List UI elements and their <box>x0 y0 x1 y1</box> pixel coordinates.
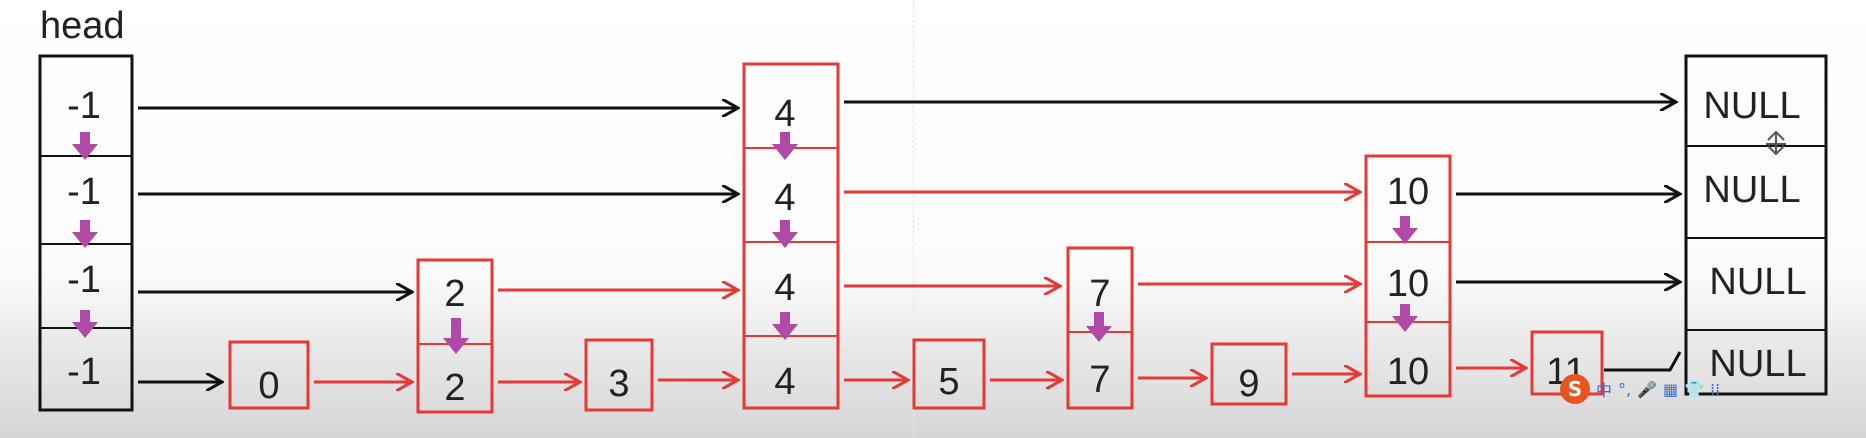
node-box-4 <box>742 62 840 410</box>
level-down-arrows <box>72 132 1418 354</box>
null-column-border <box>1684 54 1828 396</box>
level-0-nodes: 0 2 2 3 4 4 4 4 5 7 7 9 <box>228 62 1604 414</box>
node-box-7 <box>1066 246 1134 410</box>
node-10-l0: 10 <box>1387 351 1429 393</box>
head-label: head <box>40 5 125 47</box>
down-arrow-icon <box>772 220 798 248</box>
node-2-l0: 2 <box>444 367 465 409</box>
down-arrow-icon <box>1086 312 1112 342</box>
null-column: NULL NULL NULL NULL <box>1684 54 1828 396</box>
null-label-l2: NULL <box>1703 169 1800 211</box>
keyboard-icon[interactable]: ▦ <box>1663 379 1679 399</box>
down-arrow-icon <box>72 310 98 338</box>
down-arrow-icon <box>772 312 798 340</box>
null-label-l0: NULL <box>1709 343 1806 385</box>
ime-item[interactable]: 中 <box>1596 381 1613 400</box>
red-pointers <box>314 192 1526 382</box>
ime-toolbar[interactable]: S 中 °, 🎤 ▦ 👕 ⁞⁞ <box>1560 372 1780 406</box>
down-arrow-icon <box>1392 216 1418 244</box>
node-10-l1: 10 <box>1387 263 1429 305</box>
grid-icon[interactable]: ⁞⁞ <box>1710 379 1721 399</box>
black-pointers <box>138 102 1680 382</box>
down-arrow-icon <box>443 318 469 354</box>
down-arrow-icon <box>772 132 798 160</box>
cursor-move-icon <box>1766 130 1786 156</box>
down-arrow-icon <box>72 220 98 248</box>
head-value-l0: -1 <box>67 351 101 393</box>
skin-icon[interactable]: 👕 <box>1684 379 1705 399</box>
node-10-l2: 10 <box>1387 171 1429 213</box>
node-5-l0: 5 <box>938 361 959 403</box>
node-box-0 <box>228 340 310 410</box>
ime-logo-icon[interactable]: S <box>1560 374 1590 404</box>
slide-divider <box>913 0 914 438</box>
node-7-l1: 7 <box>1089 273 1110 315</box>
head-value-l1: -1 <box>67 259 101 301</box>
node-9-l0: 9 <box>1238 363 1259 405</box>
node-box-5 <box>912 338 986 410</box>
ime-item[interactable]: °, <box>1618 379 1632 399</box>
head-value-l3: -1 <box>67 85 101 127</box>
node-box-3 <box>584 338 654 412</box>
node-4-l1: 4 <box>774 267 795 309</box>
node-3-l0: 3 <box>608 363 629 405</box>
node-box-10 <box>1364 154 1452 398</box>
node-box-2 <box>416 258 494 414</box>
node-box-9 <box>1210 342 1288 406</box>
arrow-11-to-null-l0 <box>1604 351 1682 372</box>
node-4-l3: 4 <box>774 93 795 135</box>
node-7-l0: 7 <box>1089 359 1110 401</box>
head-column-border <box>38 54 134 412</box>
null-label-l3: NULL <box>1703 85 1800 127</box>
node-2-l1: 2 <box>444 273 465 315</box>
node-4-l0: 4 <box>774 361 795 403</box>
head-value-l2: -1 <box>67 171 101 213</box>
down-arrow-icon <box>1392 304 1418 332</box>
microphone-icon[interactable]: 🎤 <box>1637 379 1658 399</box>
null-label-l1: NULL <box>1709 261 1806 303</box>
down-arrow-icon <box>72 132 98 160</box>
node-0-l0: 0 <box>258 365 279 407</box>
node-4-l2: 4 <box>774 177 795 219</box>
